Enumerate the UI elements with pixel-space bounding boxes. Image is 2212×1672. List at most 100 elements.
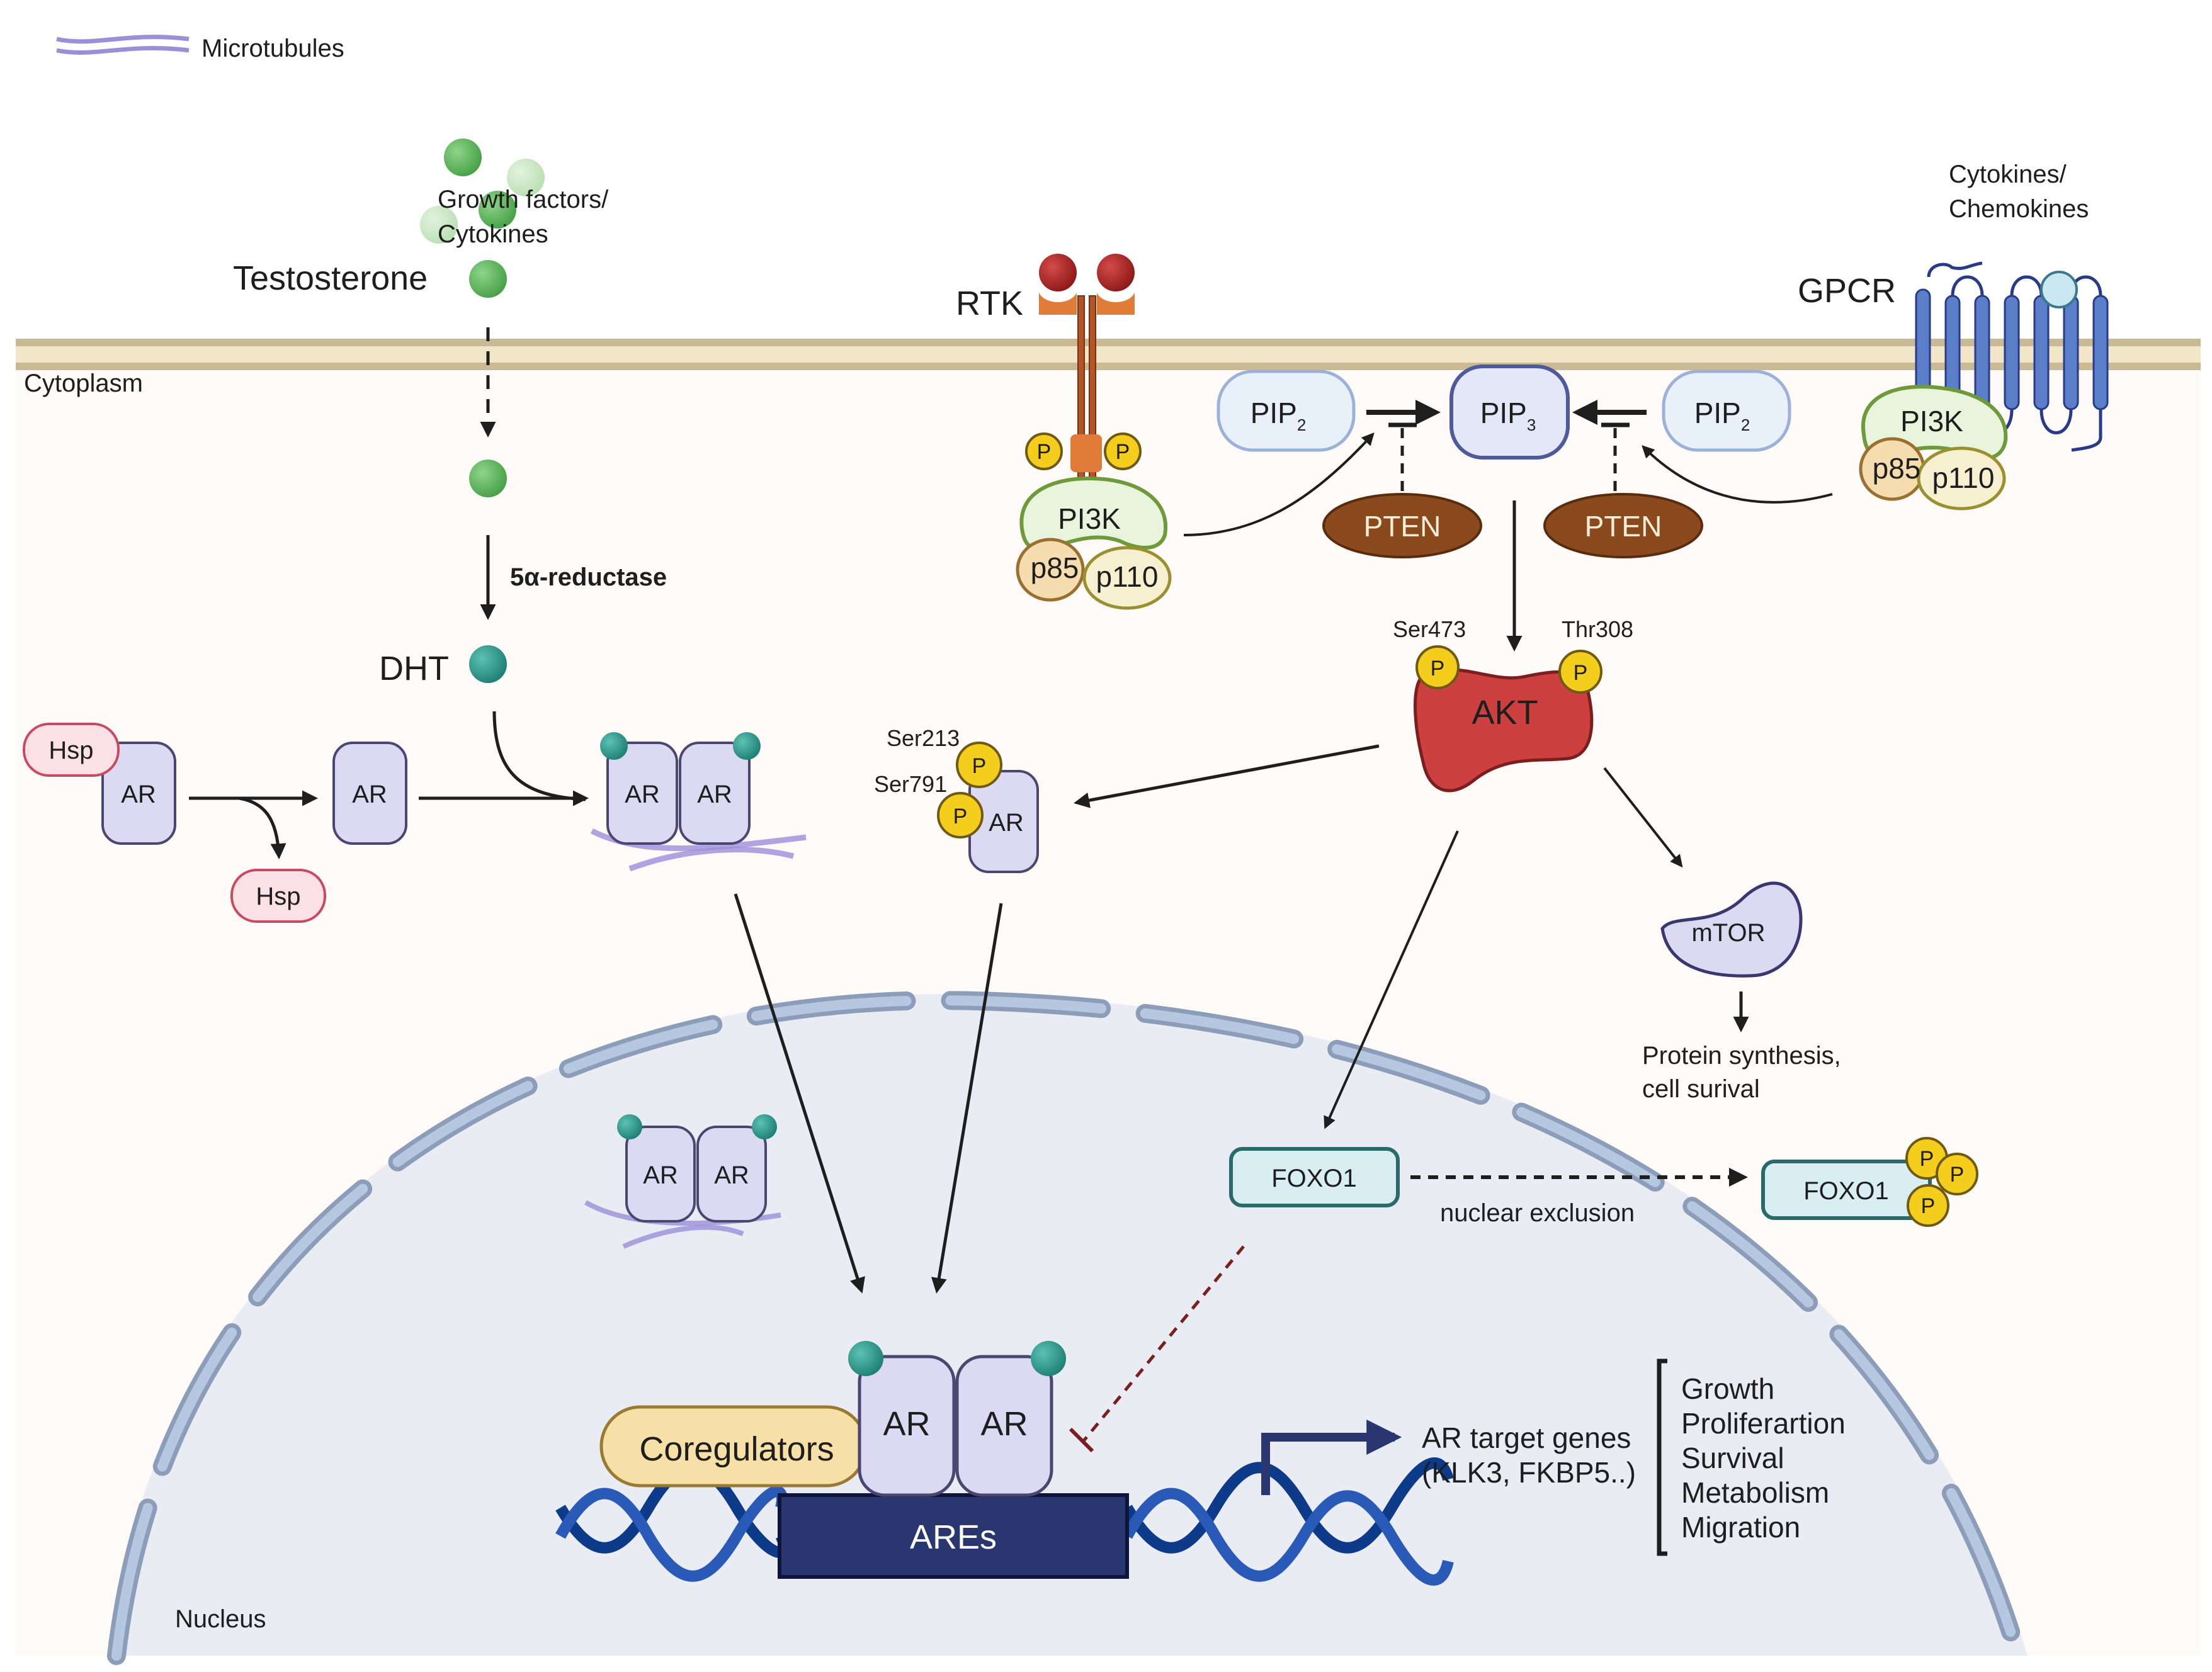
growth-factor-ligand <box>1097 254 1135 291</box>
foxo1-label: FOXO1 <box>1803 1177 1889 1205</box>
hsp-label: Hsp <box>48 737 93 764</box>
phospho-icon <box>1415 645 1460 689</box>
intracellular-testosterone <box>469 460 507 497</box>
svg-text:P: P <box>1920 1147 1934 1171</box>
p110-label: p110 <box>1932 461 1995 494</box>
rtk-label: RTK <box>956 285 1023 322</box>
p85-label: p85 <box>1873 452 1921 485</box>
mtor-protein: mTOR <box>1660 881 1803 978</box>
p85-label: p85 <box>1031 551 1079 584</box>
foxo1-inhibition-line <box>1082 1245 1245 1443</box>
testosterone-label: Testosterone <box>233 259 428 297</box>
dht-molecule <box>469 645 507 683</box>
svg-text:P: P <box>1921 1194 1936 1218</box>
pi3k-complex-rtk: PI3K p85 p110 <box>1016 476 1172 610</box>
outcome-item: Proliferartion <box>1681 1407 1846 1440</box>
testosterone-molecule <box>507 159 545 196</box>
dht-bound <box>600 732 628 760</box>
ar-label: AR <box>883 1405 930 1443</box>
chemokines-label-2: Chemokines <box>1949 195 2089 223</box>
ser791-label: Ser791 <box>874 771 947 797</box>
free-hsp <box>230 869 326 923</box>
phospho-icon <box>1025 432 1063 470</box>
microtubules-label: Microtubules <box>201 35 344 62</box>
ar-label: AR <box>121 781 156 808</box>
akt-complex: AKT P P <box>1414 645 1602 793</box>
ar-label: AR <box>625 781 660 808</box>
pi3k-complex-gpcr: PI3K p85 p110 <box>1859 385 2008 511</box>
free-ar-label: AR <box>352 781 387 808</box>
chemokines-label-1: Cytokines/ <box>1949 161 2067 188</box>
target-genes-label-1: AR target genes <box>1422 1421 1631 1454</box>
ares-box <box>778 1493 1129 1579</box>
testosterone-molecule <box>469 260 507 298</box>
phospho-ar: AR P P <box>937 742 1039 873</box>
svg-text:PIP2: PIP2 <box>1694 397 1750 434</box>
dht-bound <box>733 732 761 760</box>
phospho-icon <box>937 792 984 839</box>
outcome-item: Migration <box>1681 1511 1800 1544</box>
gpcr-label: GPCR <box>1798 272 1896 310</box>
svg-text:PTEN: PTEN <box>1364 510 1441 543</box>
phospho-icon <box>956 742 1002 788</box>
microtubule <box>590 828 807 851</box>
svg-text:P: P <box>1116 440 1130 464</box>
gpcr-receptor <box>1915 261 2109 452</box>
svg-text:P: P <box>1037 440 1052 464</box>
pi3k-label: PI3K <box>1058 502 1121 535</box>
outcome-item: Metabolism <box>1681 1476 1829 1509</box>
ser213-label: Ser213 <box>887 725 960 751</box>
pten-right: PTEN <box>1543 493 1703 558</box>
pi3k-label: PI3K <box>1900 405 1963 438</box>
ar-monomer <box>606 742 678 845</box>
phospho-icon <box>1558 650 1602 694</box>
akt-to-ar-arrow <box>1074 744 1380 808</box>
nuclear-exclusion-label: nuclear exclusion <box>1440 1199 1635 1227</box>
microtubule <box>628 847 795 872</box>
foxo1-nuclear: FOXO1 <box>1229 1147 1400 1207</box>
akt-protein <box>1414 668 1594 793</box>
ar-label: AR <box>643 1161 678 1189</box>
hsp-protein <box>23 723 120 777</box>
testosterone-molecule <box>444 138 482 176</box>
dht-bound <box>1031 1341 1066 1376</box>
ar-hsp-complex: AR Hsp <box>23 723 176 845</box>
dht-bound <box>617 1114 642 1139</box>
foxo1-phosphorylated: FOXO1 P P P <box>1761 1137 1978 1227</box>
ar-translocation-arrow <box>734 893 865 1294</box>
hsp-release-arrow <box>239 796 286 859</box>
testosterone-molecule <box>479 191 516 229</box>
ser473-label: Ser473 <box>1393 616 1466 642</box>
mtor-output-label-2: cell surival <box>1642 1075 1760 1103</box>
svg-text:PIP2: PIP2 <box>1251 397 1307 434</box>
growth-factors-label-2: Cytokines <box>438 220 548 248</box>
pi3k-activation-arrow-left <box>1183 432 1375 536</box>
pten-left: PTEN <box>1322 493 1482 558</box>
dht-label: DHT <box>379 650 449 687</box>
free-ar <box>332 742 407 845</box>
akt-to-mtor-arrow <box>1603 767 1683 868</box>
gpcr-ligand <box>2040 271 2078 308</box>
growth-factor-ligand <box>1039 254 1077 291</box>
svg-text:P: P <box>1574 661 1588 685</box>
p110-subunit <box>1917 446 2006 511</box>
testosterone-molecule <box>420 206 458 244</box>
ar-dimer-bound: Coregulators AR AR <box>599 1341 1066 1497</box>
outcome-item: Survival <box>1681 1442 1784 1474</box>
target-genes-label-2: (KLK3, FKBP5..) <box>1422 1456 1636 1489</box>
ar-label: AR <box>989 809 1024 837</box>
nuclear-envelope-inner <box>111 995 2023 1661</box>
p110-label: p110 <box>1096 560 1159 593</box>
svg-text:P: P <box>1431 657 1445 681</box>
transcription-start-arrow <box>1261 1420 1402 1495</box>
outcomes-list: Growth Proliferartion Survival Metabolis… <box>1681 1372 1846 1544</box>
phospho-icon <box>1907 1184 1949 1227</box>
ar-label: AR <box>980 1405 1028 1443</box>
akt-to-foxo1-arrow <box>1324 830 1459 1129</box>
5a-reductase-label: 5α-reductase <box>510 563 667 591</box>
microtubule-icon <box>56 35 190 44</box>
growth-factors-label-1: Growth factors/ <box>438 186 609 213</box>
svg-text:PTEN: PTEN <box>1585 510 1662 543</box>
pip2-right: PIP2 <box>1662 370 1791 452</box>
pi3k-activation-arrow-right <box>1642 445 1833 504</box>
